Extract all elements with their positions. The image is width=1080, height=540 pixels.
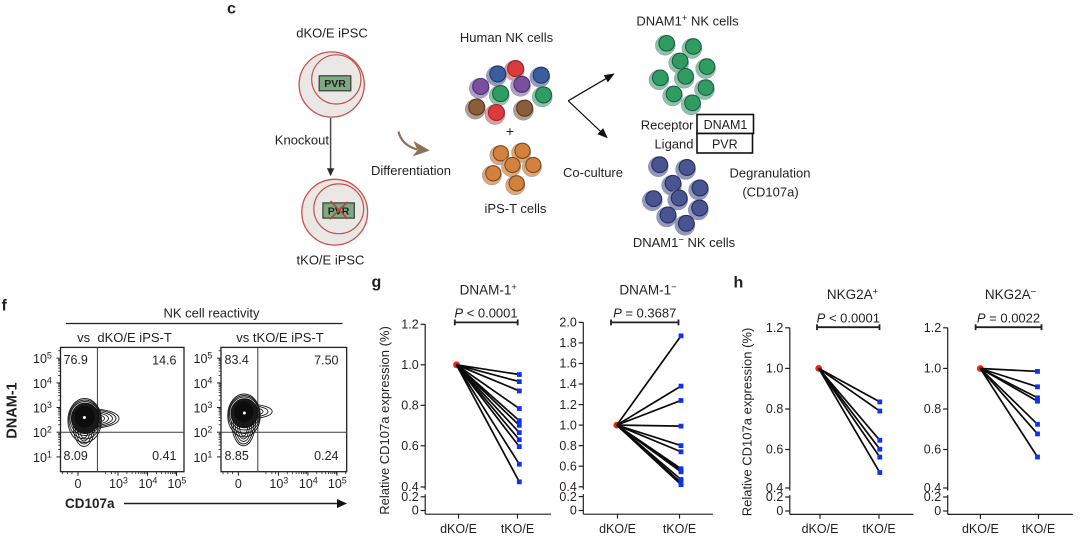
svg-text:vs tKO/E iPS-T: vs tKO/E iPS-T [236,330,323,345]
svg-text:NK cell reactivity: NK cell reactivity [163,306,260,321]
svg-text:0.2: 0.2 [766,490,783,504]
svg-text:0.6: 0.6 [766,443,783,457]
svg-text:83.4: 83.4 [225,353,249,367]
svg-text:1.6: 1.6 [559,357,576,371]
svg-text:0: 0 [934,504,941,518]
svg-text:Co-culture: Co-culture [563,165,623,180]
svg-text:8.85: 8.85 [225,449,249,463]
svg-text:1.0: 1.0 [559,418,576,432]
svg-text:1.2: 1.2 [401,318,418,332]
svg-text:14.6: 14.6 [152,354,176,368]
svg-text:tKO/E: tKO/E [501,522,534,536]
svg-text:0: 0 [75,477,82,491]
svg-text:(CD107a): (CD107a) [742,185,798,200]
svg-text:2.0: 2.0 [559,316,576,330]
svg-text:0.4: 0.4 [559,480,576,494]
svg-text:Relative CD107a expression (%): Relative CD107a expression (%) [740,328,755,517]
svg-text:DNAM1+ NK cells: DNAM1+ NK cells [636,13,739,29]
svg-text:0.2: 0.2 [559,490,576,504]
svg-text:0.8: 0.8 [401,399,418,413]
svg-text:c: c [227,1,236,18]
svg-text:dKO/E: dKO/E [802,522,839,536]
svg-text:iPS-T cells: iPS-T cells [485,201,547,216]
svg-text:0.8: 0.8 [924,402,941,416]
svg-text:Degranulation: Degranulation [730,166,811,181]
svg-text:DNAM-1−: DNAM-1− [619,282,677,298]
svg-text:DNAM-1+: DNAM-1+ [460,282,518,298]
svg-text:0.2: 0.2 [924,490,941,504]
svg-text:g: g [372,274,382,291]
svg-text:+: + [506,123,514,139]
svg-text:tKO/E: tKO/E [862,522,895,536]
svg-text:tKO/E: tKO/E [1022,522,1055,536]
svg-text:PVR: PVR [324,78,346,90]
svg-text:DNAM1− NK cells: DNAM1− NK cells [633,235,736,251]
svg-text:0: 0 [776,504,783,518]
svg-text:Relative CD107a expression (%): Relative CD107a expression (%) [377,326,392,515]
svg-text:0.4: 0.4 [401,480,418,494]
svg-text:dKO/E: dKO/E [962,522,999,536]
svg-text:vs dKO/E iPS-T: vs dKO/E iPS-T [77,330,172,345]
svg-text:8.09: 8.09 [64,449,88,463]
svg-text:P < 0.0001: P < 0.0001 [454,306,517,321]
svg-text:dKO/E: dKO/E [440,522,477,536]
svg-text:0: 0 [570,504,577,518]
svg-text:1.2: 1.2 [924,321,941,335]
svg-text:1.4: 1.4 [559,377,576,391]
svg-text:0: 0 [412,504,419,518]
svg-text:7.50: 7.50 [314,354,338,368]
svg-text:Differentiation: Differentiation [371,163,451,178]
svg-text:0.8: 0.8 [766,402,783,416]
svg-text:1.8: 1.8 [559,336,576,350]
svg-text:1.2: 1.2 [559,398,576,412]
svg-text:DNAM1: DNAM1 [704,118,748,132]
svg-text:NKG2A+: NKG2A+ [827,286,879,302]
svg-text:0.24: 0.24 [314,449,338,463]
svg-text:0.41: 0.41 [152,449,176,463]
svg-text:NKG2A−: NKG2A− [985,286,1037,302]
svg-text:Ligand: Ligand [654,137,693,152]
svg-text:DNAM-1: DNAM-1 [4,382,20,438]
svg-text:0.6: 0.6 [559,459,576,473]
svg-text:0: 0 [235,477,242,491]
svg-text:CD107a: CD107a [65,496,115,511]
svg-text:0.2: 0.2 [401,490,418,504]
svg-text:0.8: 0.8 [559,439,576,453]
svg-text:1.2: 1.2 [766,321,783,335]
svg-text:P < 0.0001: P < 0.0001 [817,310,880,325]
svg-text:1.0: 1.0 [401,358,418,372]
svg-text:dKO/E: dKO/E [599,522,636,536]
svg-text:0.6: 0.6 [401,439,418,453]
svg-text:0.4: 0.4 [766,481,783,495]
svg-text:0.4: 0.4 [924,481,941,495]
svg-text:0.6: 0.6 [924,443,941,457]
svg-text:Receptor: Receptor [641,118,694,133]
svg-text:h: h [734,275,744,292]
svg-text:P = 0.3687: P = 0.3687 [613,306,676,321]
svg-text:tKO/E iPSC: tKO/E iPSC [297,253,365,268]
svg-text:P = 0.0022: P = 0.0022 [977,310,1040,325]
svg-text:tKO/E: tKO/E [663,522,696,536]
svg-text:76.9: 76.9 [64,353,88,367]
svg-text:1.0: 1.0 [766,362,783,376]
svg-text:PVR: PVR [712,137,738,151]
svg-text:Knockout: Knockout [275,133,330,148]
svg-text:f: f [2,298,8,315]
svg-text:Human NK cells: Human NK cells [460,30,554,45]
svg-text:1.0: 1.0 [924,362,941,376]
svg-text:dKO/E iPSC: dKO/E iPSC [296,26,368,41]
